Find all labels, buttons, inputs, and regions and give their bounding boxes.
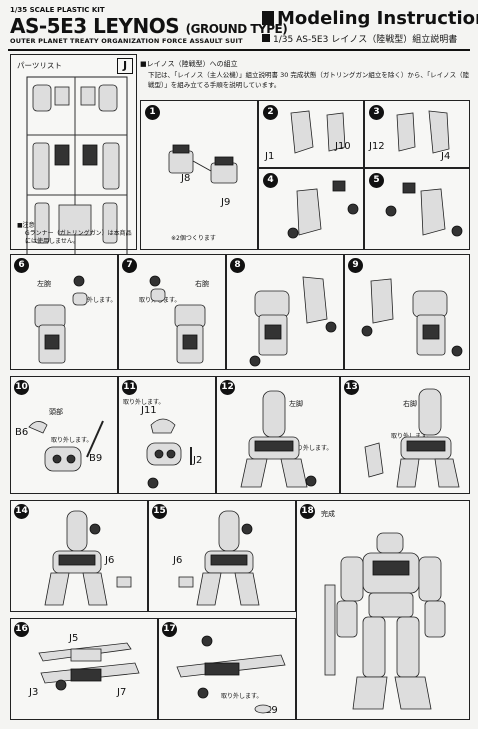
intro-body: 下記は、「レイノス（主人公機）」組立説明書 30 完成状態（ガトリングガン組立を… <box>148 71 470 89</box>
step-13-drawing <box>364 388 460 488</box>
step-1-label-b: J9 <box>221 197 231 208</box>
step-6-title: 左腕 <box>37 280 51 288</box>
step-14-panel: 14 J6 <box>10 500 148 612</box>
step-13-number: 13 <box>344 380 359 395</box>
step-9-panel: 9 <box>344 254 470 370</box>
step-4-panel: 4 <box>258 168 364 250</box>
step-8-number: 8 <box>230 258 245 273</box>
header-rule <box>8 49 470 51</box>
step-10-remove: 取り外します。 <box>51 437 93 444</box>
step-7-title: 右腕 <box>195 280 209 288</box>
step-13-remove: 取り外します。 <box>391 433 433 440</box>
step-7-panel: 7 右腕 取り外します。 <box>118 254 226 370</box>
step-12-title: 左脚 <box>289 400 303 408</box>
step-4-drawing <box>287 180 359 239</box>
step-11-label-b: J2 <box>193 455 203 466</box>
step-10-drawing <box>28 420 104 472</box>
step-3-label-a: J12 <box>369 141 385 152</box>
step-11-label-a: J11 <box>141 405 157 416</box>
step-5-drawing <box>385 182 463 237</box>
step-10-label-b: B9 <box>89 453 103 464</box>
step-9-drawing <box>361 278 463 357</box>
instruction-title: Modeling Instruction <box>262 8 478 29</box>
step-4-number: 4 <box>263 173 278 188</box>
step-1-drawing <box>168 144 238 184</box>
step-8-panel: 8 <box>226 254 344 370</box>
step-2-label-b: J10 <box>335 141 351 152</box>
step-1-note: ※2個つくります <box>171 235 216 242</box>
step-10-label-a: B6 <box>15 427 29 438</box>
step-9-number: 9 <box>348 258 363 273</box>
step-2-number: 2 <box>263 105 278 120</box>
step-17-label-a: E9 <box>265 705 278 716</box>
kit-title: AS-5E3 LEYNOS (GROUND TYPE) <box>10 14 288 38</box>
intro-heading: ■レイノス（陸戦型）への組立 <box>140 60 238 68</box>
step-16-number: 16 <box>14 622 29 637</box>
parts-note: ■注意 Gランナー（ガトリングガン）は本商品には使用しません。 <box>17 222 132 245</box>
step-18-title: 完成 <box>321 510 335 518</box>
step-13-title: 右脚 <box>403 400 417 408</box>
step-10-title: 頭部 <box>49 408 63 416</box>
step-17-drawing <box>176 635 286 714</box>
step-15-label-a: J6 <box>173 555 183 566</box>
step-14-drawing <box>44 510 132 606</box>
step-2-panel: 2 J1 J10 <box>258 100 364 168</box>
step-1-panel: 1 J8 J9 ※2個つくります <box>140 100 258 250</box>
step-17-remove: 取り外します。 <box>221 693 263 700</box>
step-12-remove: 取り外します。 <box>291 445 333 452</box>
step-12-number: 12 <box>220 380 235 395</box>
step-5-panel: 5 <box>364 168 470 250</box>
sprue-letter-badge: J <box>117 58 133 74</box>
step-14-label-a: J6 <box>105 555 115 566</box>
step-18-number: 18 <box>300 504 315 519</box>
kit-subtitle: OUTER PLANET TREATY ORGANIZATION FORCE A… <box>10 37 243 45</box>
step-1-label-a: J8 <box>181 173 191 184</box>
step-6-panel: 6 左腕 取り外します。 <box>10 254 118 370</box>
parts-list-panel: パーツリスト J ■注意 Gランナー（ガトリングガン）は本商品には使用しません。 <box>10 54 137 274</box>
step-18-panel: 18 完成 <box>296 500 470 720</box>
step-11-remove: 取り外します。 <box>123 399 165 406</box>
sprue-diagram <box>26 76 128 274</box>
instruction-subtitle: 1/35 AS-5E3 レイノス（陸戦型）組立説明書 <box>262 32 457 45</box>
step-10-panel: 10 頭部 B6 B9 取り外します。 <box>10 376 118 494</box>
step-6-drawing <box>34 275 88 364</box>
step-6-number: 6 <box>14 258 29 273</box>
scale-label: 1/35 SCALE PLASTIC KIT <box>10 6 105 14</box>
step-3-number: 3 <box>369 105 384 120</box>
step-5-number: 5 <box>369 173 384 188</box>
parts-list-label: パーツリスト <box>17 61 62 70</box>
step-14-number: 14 <box>14 504 29 519</box>
step-15-drawing <box>178 510 260 606</box>
step-16-label-c: J7 <box>117 687 127 698</box>
step-3-panel: 3 J12 J4 <box>364 100 470 168</box>
step-12-drawing <box>240 390 317 488</box>
step-16-label-a: J5 <box>69 633 79 644</box>
step-3-label-b: J4 <box>441 151 451 162</box>
step-13-panel: 13 右脚 取り外します。 <box>340 376 470 494</box>
step-15-panel: 15 J6 <box>148 500 296 612</box>
step-17-number: 17 <box>162 622 177 637</box>
step-3-drawing <box>396 110 450 154</box>
step-2-drawing <box>290 110 346 154</box>
step-11-drawing <box>146 418 192 489</box>
step-15-number: 15 <box>152 504 167 519</box>
step-10-number: 10 <box>14 380 29 395</box>
step-6-remove: 取り外します。 <box>75 297 117 304</box>
step-16-label-b: J3 <box>29 687 39 698</box>
step-11-number: 11 <box>122 380 137 395</box>
step-2-label-a: J1 <box>265 151 275 162</box>
step-7-drawing <box>149 275 206 364</box>
step-16-panel: 16 J5 J3 J7 <box>10 618 158 720</box>
step-11-panel: 11 J11 J2 取り外します。 <box>118 376 216 494</box>
step-8-drawing <box>249 276 337 367</box>
step-12-panel: 12 左脚 取り外します。 <box>216 376 340 494</box>
step-17-panel: 17 E9 取り外します。 <box>158 618 296 720</box>
step-16-drawing <box>38 642 140 691</box>
completed-model-drawing <box>324 532 446 710</box>
step-1-number: 1 <box>145 105 160 120</box>
step-7-number: 7 <box>122 258 137 273</box>
